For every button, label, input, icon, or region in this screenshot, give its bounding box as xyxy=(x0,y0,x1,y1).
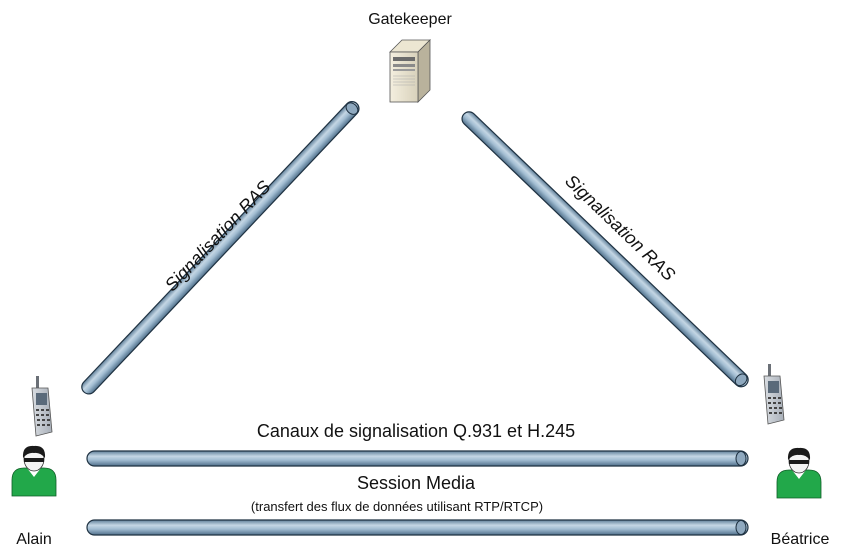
ras-right-pipe xyxy=(461,111,749,388)
media-session-label: Session Media xyxy=(357,473,476,493)
media-session-sublabel: (transfert des flux de données utilisant… xyxy=(251,499,543,514)
beatrice-phone-icon xyxy=(763,364,785,425)
alain-person-icon xyxy=(11,445,57,497)
beatrice-person-icon xyxy=(776,447,822,499)
gatekeeper-label: Gatekeeper xyxy=(368,11,452,28)
ras-left-pipe xyxy=(81,101,360,395)
beatrice-label: Béatrice xyxy=(771,531,830,548)
signaling-channels-pipe xyxy=(86,450,749,467)
ras-left-label: Signalisation RAS xyxy=(161,177,275,295)
media-session-pipe xyxy=(86,519,749,536)
alain-label: Alain xyxy=(16,531,52,548)
signaling-channels-label: Canaux de signalisation Q.931 et H.245 xyxy=(257,421,575,441)
alain-phone-icon xyxy=(31,376,53,437)
gatekeeper-server-icon xyxy=(389,39,431,103)
